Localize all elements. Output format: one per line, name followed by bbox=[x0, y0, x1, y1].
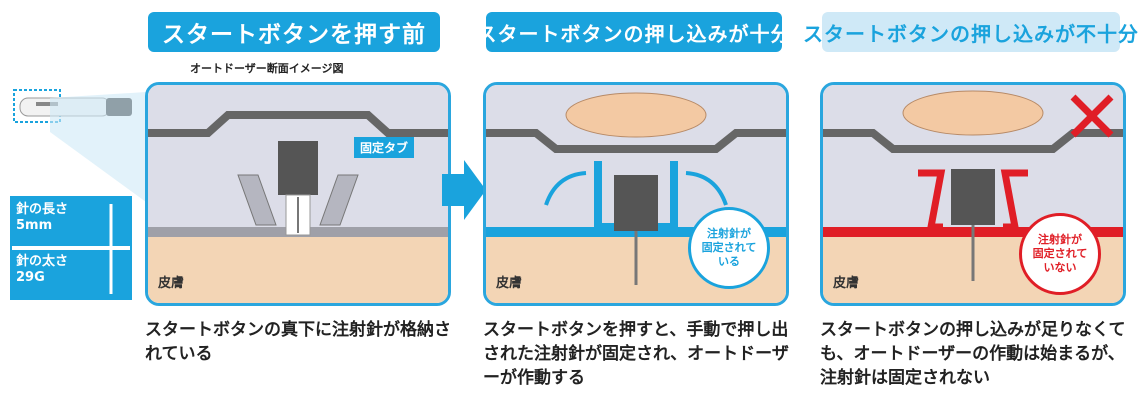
needle-spec-box bbox=[10, 196, 132, 300]
needle-fixed-text: 注射針が 固定されて いる bbox=[701, 227, 757, 268]
caption-not-enough: スタートボタンの押し込みが足りなくても、オートドーザーの作動は始まるが、注射針は… bbox=[820, 320, 1126, 388]
header-enough: スタートボタンの押し込みが十分 bbox=[477, 12, 791, 52]
panel-enough: 注射針が 固定されて いる 皮膚 bbox=[483, 82, 789, 306]
needle-fixed-bubble: 注射針が 固定されて いる bbox=[688, 207, 770, 289]
fixing-tab-label: 固定タブ bbox=[354, 137, 415, 158]
needle-not-fixed-text: 注射針が 固定されて いない bbox=[1032, 233, 1088, 274]
caption-enough: スタートボタンを押すと、手動で押し出された注射針が固定され、オートドーザーが作動… bbox=[483, 320, 789, 388]
cross-icon bbox=[1067, 91, 1117, 141]
panel-before: 固定タブ 皮膚 bbox=[145, 82, 451, 306]
zoom-connector bbox=[48, 92, 148, 202]
needle-gauge-text: 針の太さ 29G bbox=[16, 254, 69, 285]
caption-before: スタートボタンの真下に注射針が格納されている bbox=[145, 320, 451, 364]
needle-icon bbox=[104, 202, 118, 296]
skin-label: 皮膚 bbox=[158, 276, 185, 291]
diagram-subtitle: オートドーザー断面イメージ図 bbox=[190, 62, 344, 75]
panel-not-enough: 注射針が 固定されて いない 皮膚 bbox=[820, 82, 1126, 306]
needle-length-text: 針の長さ 5mm bbox=[16, 202, 69, 233]
skin-label: 皮膚 bbox=[833, 276, 860, 291]
arrow-right-icon bbox=[442, 160, 486, 220]
header-not-enough: スタートボタンの押し込みが不十分 bbox=[803, 12, 1138, 52]
skin-label: 皮膚 bbox=[496, 276, 523, 291]
needle-not-fixed-bubble: 注射針が 固定されて いない bbox=[1019, 213, 1101, 295]
header-before: スタートボタンを押す前 bbox=[148, 12, 440, 52]
